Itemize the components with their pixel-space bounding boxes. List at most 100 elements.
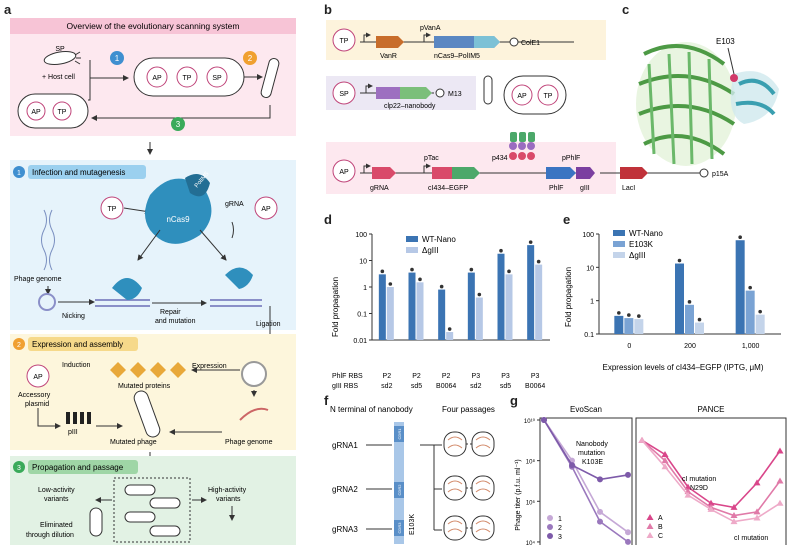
e-xtick: 200 — [684, 343, 696, 350]
f-cell — [443, 475, 467, 501]
e-bar — [755, 314, 765, 334]
d-bar — [438, 289, 446, 340]
f-phage — [447, 480, 463, 493]
b-p15a: p15A — [712, 171, 729, 178]
d-ytick: 10 — [359, 259, 367, 266]
g-series-line — [543, 419, 629, 533]
infected-ap: AP — [152, 75, 162, 82]
gfp-barrel — [636, 42, 736, 166]
d-ytick: 100 — [355, 232, 367, 239]
e-point — [738, 235, 742, 240]
d-point — [499, 248, 503, 253]
g-point — [625, 471, 631, 478]
d-point — [418, 277, 422, 282]
g-point — [661, 463, 669, 470]
g-point — [625, 538, 631, 545]
g-pance-frame — [635, 417, 787, 545]
b-sp: SP — [339, 91, 349, 98]
f-cell — [443, 431, 467, 457]
e-bar — [695, 322, 704, 334]
panel-label-d: d — [324, 212, 332, 227]
c-e103: E103 — [716, 37, 735, 46]
g-evo-annot-3: K103E — [582, 459, 603, 466]
g-series-line — [543, 419, 629, 481]
d-xtick-giii: B0064 — [436, 383, 456, 390]
e-bar — [745, 290, 755, 334]
s1-grna-label: gRNA — [225, 201, 244, 208]
d-xtick-giii: sd2 — [381, 383, 392, 390]
g-point — [753, 508, 761, 515]
progeny-phage — [260, 58, 280, 98]
d-point — [536, 259, 541, 264]
s1-badge: 1 — [17, 170, 21, 177]
overview-title: Overview of the evolutionary scanning sy… — [67, 21, 240, 31]
g-point — [730, 518, 738, 525]
s3-eliminated: Eliminated — [40, 522, 73, 529]
e-xtick: 0 — [627, 343, 631, 350]
g-point — [625, 529, 631, 536]
panel-label-g: g — [510, 393, 518, 408]
s3-low: Low-activity — [38, 487, 75, 494]
f-cdr1: CDR1 — [397, 428, 402, 440]
d-ylabel: Fold propagation — [331, 277, 340, 337]
s1-and-mutation: and mutation — [155, 318, 196, 325]
b-cell-ap: AP — [517, 93, 527, 100]
b-ap: AP — [339, 169, 349, 176]
b-clp22: clp22–nanobody — [384, 103, 436, 110]
g-legend-label: B — [658, 524, 663, 531]
host-ap: AP — [31, 109, 41, 116]
nanobody-structure — [730, 71, 779, 124]
e-point — [627, 313, 631, 317]
d-bar — [446, 332, 454, 340]
g-evoscan-frame — [539, 417, 633, 545]
e-ytick: 0.1 — [584, 332, 594, 339]
s2-expression: Expression — [192, 363, 227, 370]
s2-mutated-proteins: Mutated proteins — [118, 383, 171, 390]
panel-c-structure: E103 — [636, 37, 779, 166]
g-pance-annot-3: cI mutation — [734, 535, 768, 542]
g-ytick: 10¹⁰ — [524, 418, 536, 425]
d-bar — [535, 264, 543, 340]
d-bar — [505, 274, 513, 340]
g-legend-label: 3 — [558, 534, 562, 541]
s1-nicking: Nicking — [62, 313, 85, 320]
d-xtick-giii: sd2 — [470, 383, 481, 390]
s2-accessory: Accessory — [18, 392, 51, 399]
g-point — [776, 477, 784, 484]
g-point — [569, 462, 575, 469]
g-point — [730, 511, 738, 518]
infected-tp: TP — [183, 75, 192, 82]
b-ci434: cI434–EGFP — [428, 185, 468, 192]
d-legend-swatch — [406, 236, 418, 242]
passage-phages — [124, 484, 181, 537]
f-phage — [475, 480, 491, 493]
f-grna1: gRNA1 — [332, 441, 358, 450]
f-phage — [475, 436, 491, 449]
d-row-label-giii: gIII RBS — [332, 383, 358, 390]
e-bar — [634, 319, 644, 334]
s2-ap: AP — [33, 374, 43, 381]
f-grna2: gRNA2 — [332, 485, 358, 494]
s3-title: Propagation and passage — [32, 463, 124, 472]
d-bar — [497, 253, 505, 340]
d-row-label-phlf: PhlF RBS — [332, 373, 363, 380]
f-cell — [471, 475, 495, 501]
b-cole1: ColE1 — [521, 40, 540, 47]
s1-repair: Repair — [160, 309, 181, 316]
g-point — [638, 436, 646, 443]
e-point — [748, 285, 752, 290]
b-tp: TP — [340, 38, 349, 45]
g-legend-label: 1 — [558, 516, 562, 523]
b-repressor-complex — [509, 132, 535, 160]
s2-title: Expression and assembly — [32, 340, 123, 349]
panel-b-diagram: TP VanR pVanA nCas9–PolIM5 ColE1 SP clp2… — [326, 20, 616, 194]
e-point — [697, 317, 702, 322]
d-point — [439, 284, 444, 289]
b-m13: M13 — [448, 91, 462, 98]
infected-sp: SP — [212, 75, 222, 82]
d-bar — [386, 287, 394, 340]
f-cell — [443, 515, 467, 541]
chart-g: Phage titer (p.f.u. ml⁻¹) EvoScan PANCE … — [515, 405, 787, 545]
d-ytick: 1 — [363, 285, 367, 292]
g-legend-label: A — [658, 515, 663, 522]
